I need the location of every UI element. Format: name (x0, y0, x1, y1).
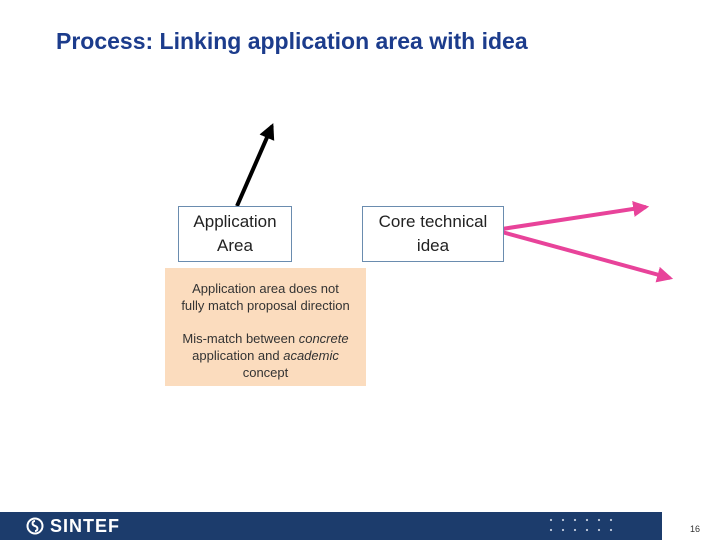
note-p2-text-2: application and (192, 348, 284, 363)
slide-title: Process: Linking application area with i… (56, 28, 528, 54)
sintef-logo-icon (26, 517, 44, 535)
note-paragraph-1: Application area does not fully match pr… (165, 280, 366, 314)
core-idea-label-line2: idea (416, 236, 450, 255)
note-p2-text-3: concept (242, 365, 289, 380)
application-area-box: Application Area (178, 206, 292, 262)
application-area-label-line1: Application (193, 212, 277, 232)
core-technical-idea-box: Core technical idea (362, 206, 504, 262)
sintef-logo: SINTEF (26, 514, 120, 538)
application-area-label-line2: Area (217, 236, 253, 255)
note-p2-emphasis-concrete: concrete (298, 331, 349, 346)
footer-dot-pattern (545, 515, 617, 535)
note-line-2: fully match proposal direction (181, 298, 350, 313)
core-idea-label-line1: Core technical (378, 212, 488, 232)
core-idea-arrow-lower (501, 230, 674, 283)
core-idea-arrow-upper (501, 201, 650, 231)
application-arrow (235, 123, 275, 207)
note-line-1: Application area does not (192, 281, 339, 296)
note-p2-text-1: Mis-match between (182, 331, 299, 346)
sintef-logo-text: SINTEF (50, 515, 121, 536)
note-p2-emphasis-academic: academic (283, 348, 339, 363)
mismatch-note: Application area does not fully match pr… (165, 268, 366, 386)
note-paragraph-2: Mis-match between concrete application a… (165, 330, 366, 381)
page-number: 16 (690, 524, 701, 534)
